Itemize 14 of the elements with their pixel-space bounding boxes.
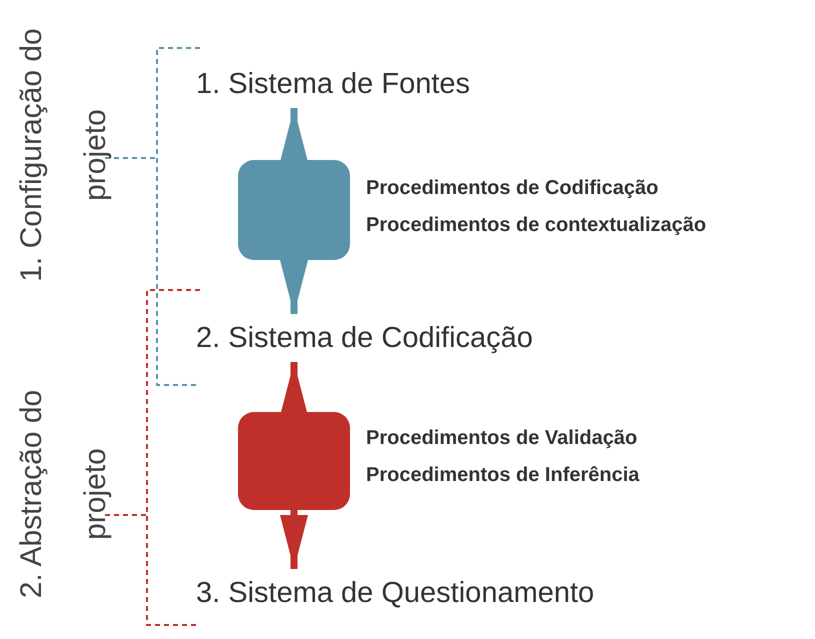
- process-box: [238, 160, 350, 260]
- phase-label: 2. Abstração do projeto: [14, 388, 113, 600]
- process-box: [238, 412, 350, 510]
- system-title: 2. Sistema de Codificação: [196, 316, 533, 360]
- procedure-text: Procedimentos de Inferência: [366, 463, 640, 488]
- arrow: [280, 260, 308, 314]
- procedure-text: Procedimentos de contextualização: [366, 213, 706, 238]
- arrow: [280, 108, 308, 162]
- arrow: [280, 510, 308, 569]
- phase-label: 1. Configuração do projeto: [14, 27, 113, 284]
- system-title: 3. Sistema de Questionamento: [196, 571, 594, 615]
- system-title: 1. Sistema de Fontes: [196, 62, 470, 106]
- procedure-text: Procedimentos de Validação: [366, 426, 638, 451]
- procedure-text: Procedimentos de Codificação: [366, 176, 658, 201]
